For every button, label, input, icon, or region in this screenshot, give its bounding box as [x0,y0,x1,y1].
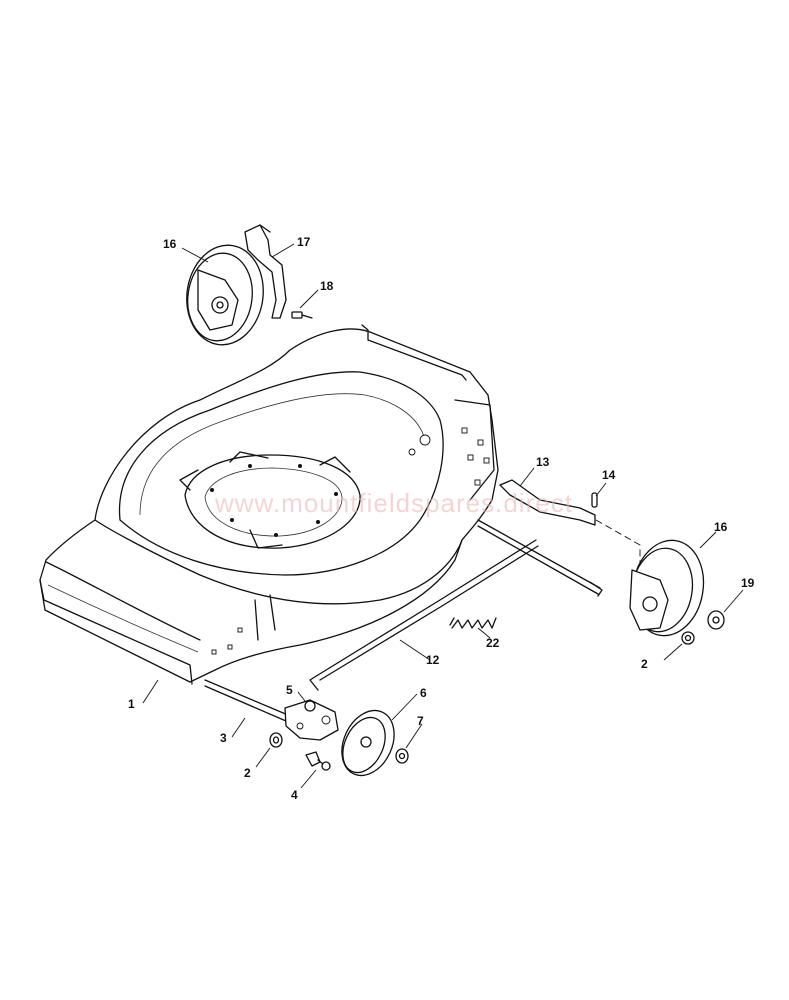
spring-22 [449,617,497,629]
label-part-14: 14 [602,468,616,482]
front-wheel-6 [341,709,395,777]
label-part-17: 17 [297,235,311,249]
label-part-22: 22 [486,636,500,650]
label-part-2-front: 2 [244,766,251,780]
front-bracket [284,699,339,741]
part-labels: 16 17 18 13 14 16 19 22 2 12 1 5 6 7 3 2… [128,235,755,802]
label-part-3: 3 [220,731,227,745]
washer-7 [395,748,409,764]
rear-wheel-right [629,539,705,637]
axle-guide-line [595,519,641,565]
nut-5 [304,700,316,712]
nut-2-front [269,732,283,748]
bolt-4 [305,751,331,771]
rear-wheel-left [186,244,264,346]
rear-axle [477,519,603,597]
leader-lines [142,243,744,789]
bolt-18 [291,311,313,319]
pin-14 [591,492,598,508]
nut-2-right [681,631,695,645]
label-part-16-top: 16 [163,237,177,251]
front-axle-3 [204,679,289,722]
label-part-6: 6 [420,686,427,700]
label-part-5: 5 [286,683,293,697]
label-part-18: 18 [320,279,334,293]
watermark: www.mountfieldspares.direct [214,488,573,518]
rear-flap-bracket [244,224,287,319]
label-part-2-right: 2 [641,657,648,671]
label-part-4: 4 [291,788,298,802]
mower-deck [39,324,499,685]
label-part-7: 7 [417,714,424,728]
height-rod-12 [309,539,539,691]
label-part-16-right: 16 [714,520,728,534]
label-part-12: 12 [426,653,440,667]
label-part-1: 1 [128,697,135,711]
handle-bracket-13 [499,479,596,526]
label-part-19: 19 [741,576,755,590]
label-part-13: 13 [536,455,550,469]
washer-19 [707,610,725,630]
